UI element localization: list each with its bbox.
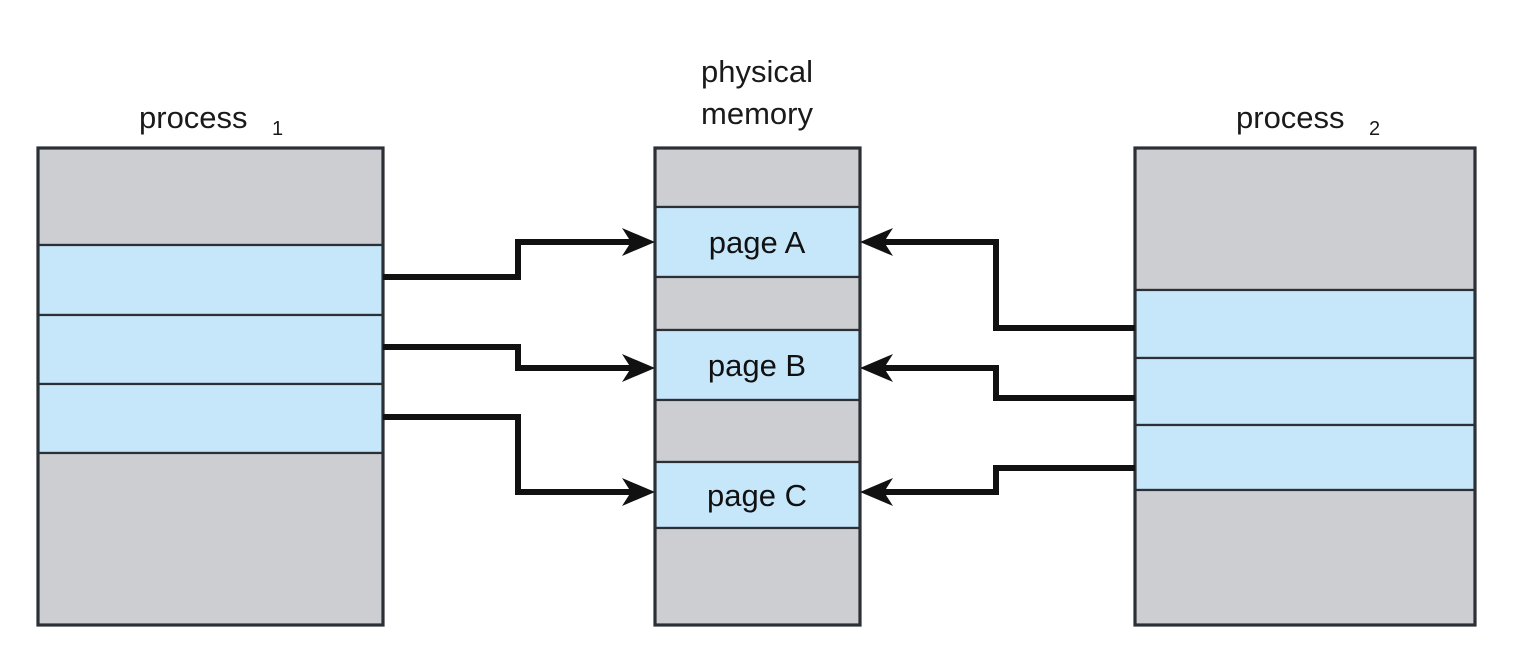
left-process-label: process: [139, 100, 248, 135]
page-c-label: page C: [707, 478, 807, 513]
arrowhead-p1-to-page-a: [622, 228, 655, 256]
physical-memory-row-7: [653, 526, 862, 627]
physical-memory-row-1: [653, 146, 862, 209]
left-process-frame: [36, 146, 385, 627]
physical-memory-label-line2: memory: [701, 96, 813, 131]
left-process-row-5: [36, 451, 385, 627]
left-process-row-1: [36, 146, 385, 247]
left-process-row-4: [36, 382, 385, 455]
right-connectors-group: [860, 228, 1135, 506]
left-process-row-2: [36, 243, 385, 317]
arrowhead-p2-to-page-c: [860, 478, 893, 506]
connector-p2-to-page-c: [875, 465, 1135, 495]
right-process-label: process: [1236, 100, 1345, 135]
right-process-row-4: [1133, 423, 1477, 492]
connector-p1-to-page-a: [383, 239, 640, 280]
connector-p2-to-page-b: [875, 365, 1135, 401]
arrowhead-p1-to-page-c: [622, 478, 655, 506]
right-process-frame: [1133, 146, 1477, 627]
physical-memory-row-5: [653, 398, 862, 464]
right-process-row-1: [1133, 146, 1477, 292]
right-process-group: process 2: [1133, 100, 1477, 627]
connector-p1-to-page-b: [383, 344, 640, 371]
physical-memory-group: page A page B page C physical memory: [653, 54, 862, 627]
arrowhead-p1-to-page-b: [622, 354, 655, 382]
right-process-subscript: 2: [1369, 118, 1380, 140]
physical-memory-row-4-page-b: [653, 328, 862, 402]
connector-p2-to-page-a: [875, 239, 1135, 331]
connector-p1-to-page-c: [383, 414, 640, 495]
right-process-row-3: [1133, 356, 1477, 427]
left-process-subscript: 1: [272, 118, 283, 140]
left-process-row-3: [36, 313, 385, 386]
physical-memory-label-line1: physical: [701, 54, 813, 89]
arrowhead-p2-to-page-a: [860, 228, 893, 256]
left-process-group: process 1: [36, 100, 385, 627]
page-a-label: page A: [709, 225, 806, 260]
right-process-row-2: [1133, 288, 1477, 360]
arrowhead-p2-to-page-b: [860, 354, 893, 382]
physical-memory-frame: [653, 146, 862, 627]
left-connectors-group: [383, 228, 655, 506]
physical-memory-row-3: [653, 275, 862, 332]
page-b-label: page B: [708, 348, 806, 383]
right-process-row-5: [1133, 488, 1477, 627]
